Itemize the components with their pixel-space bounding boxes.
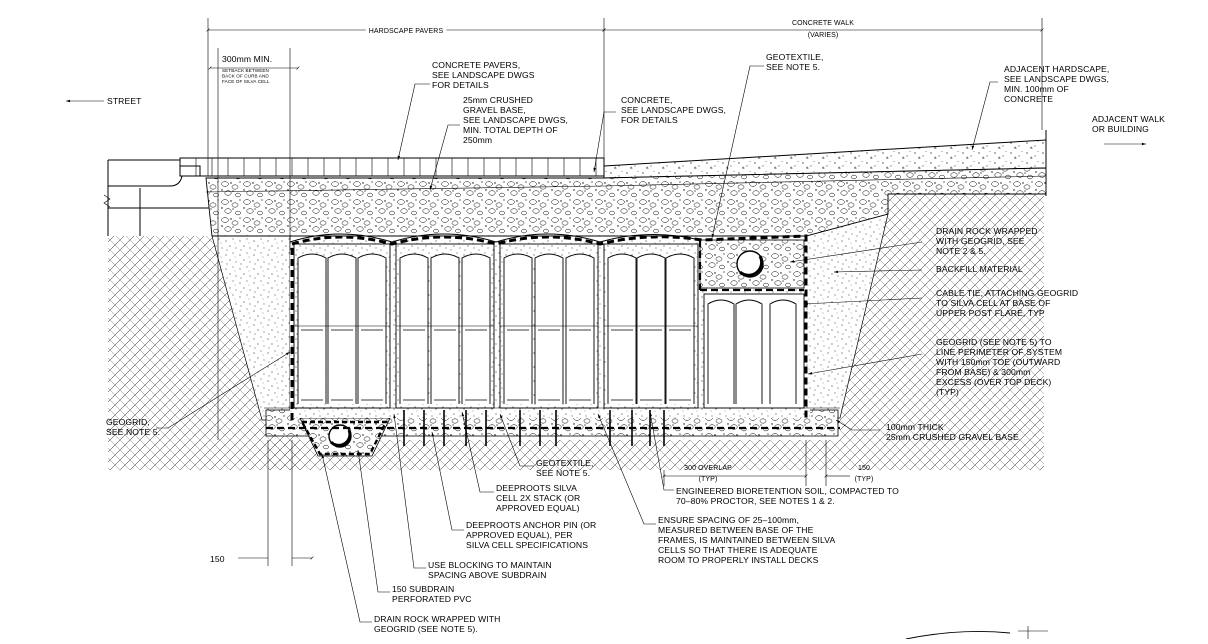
offset-dimension: 150: [210, 554, 225, 564]
annotations: HARDSCAPE PAVERS CONCRETE WALK (VARIES) 300…: [106, 20, 1165, 634]
silva-cell-frame: [293, 243, 391, 409]
backfill-zone: [211, 213, 889, 421]
dimension-lines: [206, 18, 1044, 566]
native-soil: [108, 194, 1044, 470]
leader-lines: [156, 65, 998, 623]
silva-cell-frame: [603, 243, 699, 409]
callout-geotextile-bottom: GEOTEXTILE,SEE NOTE 5.: [536, 458, 593, 478]
silva-cell-frame: [395, 243, 495, 409]
callout-bioretention-soil: ENGINEERED BIORETENTION SOIL, COMPACTED …: [676, 486, 899, 506]
direction-arrows: [66, 99, 1146, 146]
overlap-dimension: 300 OVERLAP: [684, 465, 732, 472]
concrete-walk-dimension: CONCRETE WALK: [792, 20, 854, 27]
section-marker-partial: [905, 626, 1048, 640]
gravel-base-top: [205, 167, 1047, 237]
concrete-pavers: [179, 157, 605, 177]
callout-geotextile-top: GEOTEXTILE,SEE NOTE 5.: [766, 52, 823, 72]
callout-adjacent-hardscape: ADJACENT HARDSCAPE,SEE LANDSCAPE DWGS,MI…: [1004, 64, 1109, 104]
street-label: STREET: [107, 96, 142, 106]
callout-concrete: CONCRETE,SEE LANDSCAPE DWGS,FOR DETAILS: [621, 95, 726, 125]
toe-dimension: 150: [858, 465, 870, 472]
callout-spacing: ENSURE SPACING OF 25–100mm,MEASURED BETW…: [658, 515, 835, 565]
silva-cell-system: [264, 233, 840, 430]
concrete-walk: [603, 130, 1047, 196]
toe-typ: (TYP): [855, 476, 874, 483]
setback-dimension: 300mm MIN.: [222, 54, 272, 64]
silva-cell-frame: [499, 243, 599, 409]
anchor-pins: [403, 410, 665, 446]
callout-geogrid-left: GEOGRID,SEE NOTE 5.: [106, 417, 160, 437]
hardscape-pavers-dimension: HARDSCAPE PAVERS: [369, 28, 444, 35]
callout-backfill: BACKFILL MATERIAL: [936, 264, 1023, 274]
curb: [103, 159, 210, 236]
silva-cell-frame: [703, 293, 805, 409]
overlap-typ: (TYP): [699, 476, 718, 483]
concrete-walk-varies: (VARIES): [808, 32, 839, 39]
